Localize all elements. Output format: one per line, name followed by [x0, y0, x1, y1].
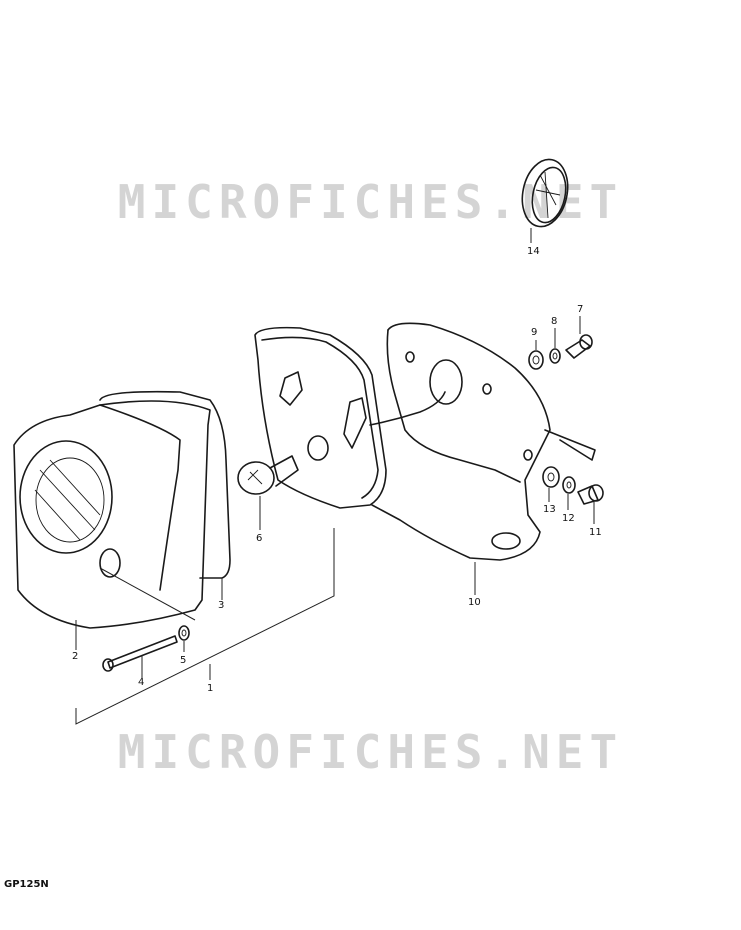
callout-11: 11: [589, 527, 602, 538]
screw-4-drawing: [102, 635, 178, 678]
washer-9-drawing: [528, 340, 544, 370]
callout-1: 1: [207, 683, 214, 694]
callout-4: 4: [138, 677, 145, 688]
callout-7: 7: [577, 304, 584, 315]
reflector-14-drawing: [521, 158, 569, 243]
gasket-3-drawing: [99, 390, 231, 600]
model-code-label: GP125N: [4, 879, 49, 890]
bolt-11-drawing: [577, 484, 604, 524]
washer-8-drawing: [549, 328, 561, 364]
callout-14: 14: [527, 246, 540, 257]
bracket-10-drawing: [371, 322, 596, 595]
callout-13: 13: [543, 504, 556, 515]
callout-10: 10: [468, 597, 481, 608]
assembly-bracket-1: [75, 528, 335, 725]
callout-8: 8: [551, 316, 558, 327]
callout-2: 2: [72, 651, 79, 662]
callout-3: 3: [218, 600, 225, 611]
callout-12: 12: [562, 513, 575, 524]
lamp-base-plate-drawing: [254, 326, 446, 509]
washer-5-drawing: [178, 625, 190, 652]
callout-5: 5: [180, 655, 187, 666]
callout-9: 9: [531, 327, 538, 338]
bolt-7-drawing: [565, 316, 593, 359]
bulb-6-drawing: [237, 455, 299, 530]
lens-housing-2-drawing: [13, 400, 211, 650]
washer-13-drawing: [542, 466, 560, 502]
washer-12-drawing: [562, 476, 576, 510]
callout-6: 6: [256, 533, 263, 544]
